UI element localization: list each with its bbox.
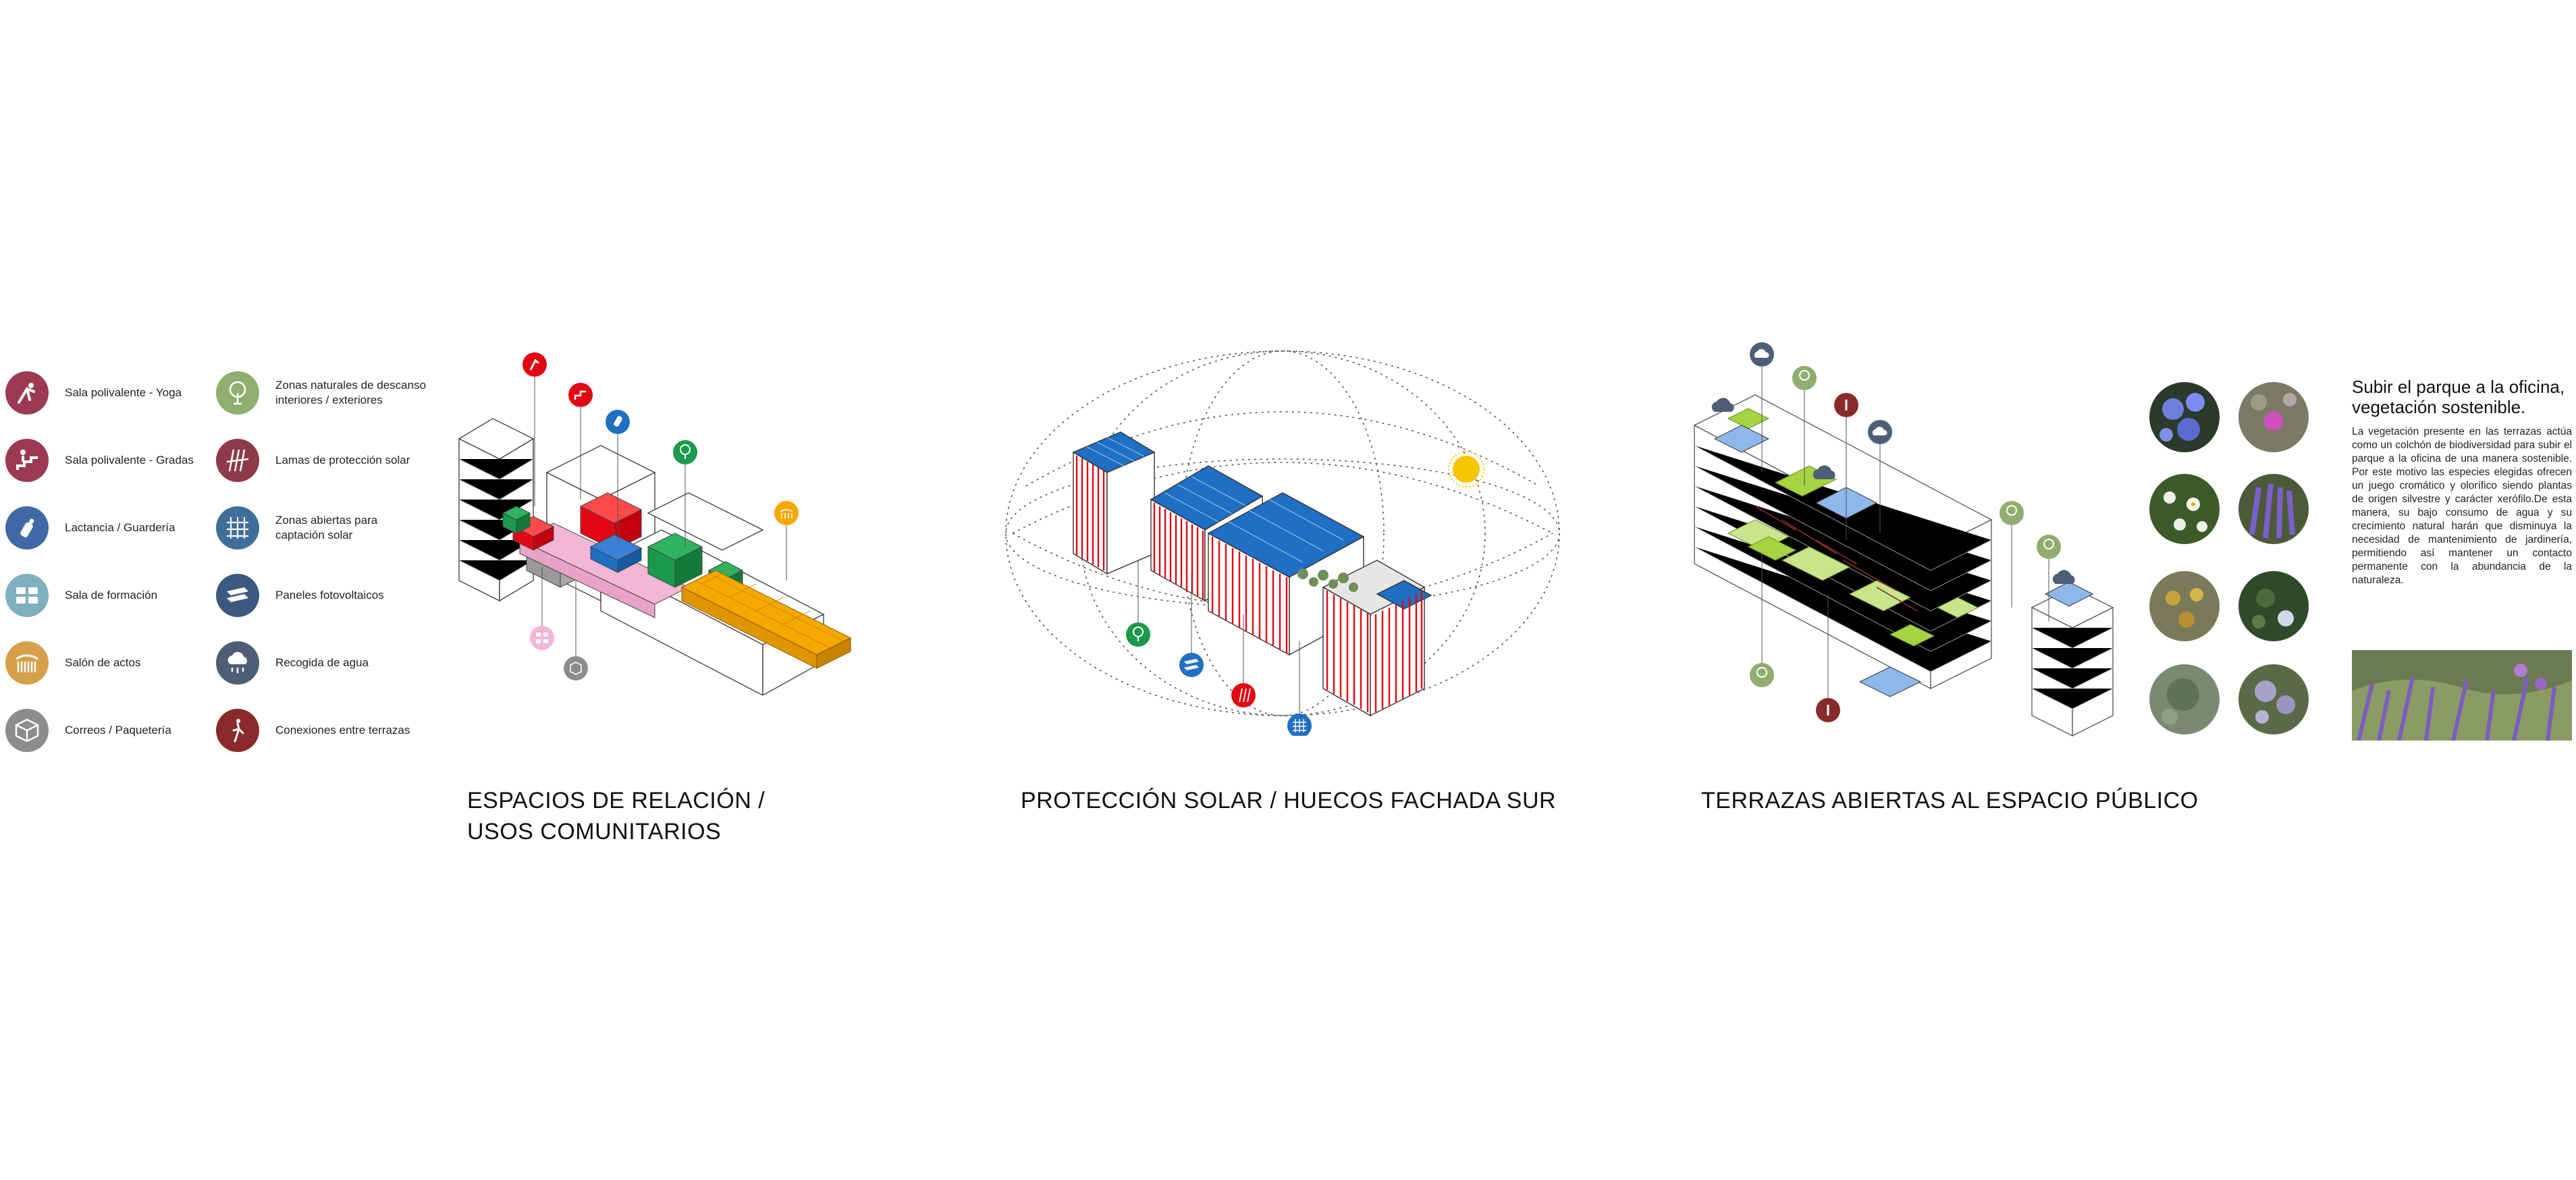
plant-photo-pink-flower	[2238, 382, 2309, 452]
stairs-icon	[5, 439, 49, 482]
tree-icon	[216, 371, 259, 414]
plant-photo-lilac-spikes	[2238, 664, 2309, 734]
legend-label: Recogida de agua	[275, 656, 369, 669]
plant-photo-silver-shrub	[2149, 664, 2220, 734]
legend-label: Lactancia / Guardería	[65, 521, 176, 534]
diagram-open-terraces	[1693, 342, 2114, 737]
section-title-community: ESPACIOS DE RELACIÓN / USOS COMUNITARIOS	[467, 788, 766, 844]
plant-photo-yellow-clusters	[2149, 571, 2220, 641]
plant-photo-lavender	[2238, 474, 2309, 544]
legend-item-conexiones: Conexiones entre terrazas	[216, 709, 410, 752]
package-icon	[5, 709, 49, 752]
legend-item-salon: Salón de actos	[5, 641, 140, 685]
diagram-community-spaces	[458, 352, 852, 695]
legend-item-formacion: Sala de formación	[5, 574, 157, 617]
sun-icon	[1453, 456, 1480, 483]
legend-label: Zonas naturales de descanso interiores /…	[275, 379, 427, 406]
legend-label: Lamas de protección solar	[275, 454, 410, 466]
classroom-icon	[5, 574, 49, 617]
bottle-icon	[5, 506, 49, 549]
legend-item-lactancia: Lactancia / Guardería	[5, 506, 175, 549]
legend-label: Paneles fotovoltaicos	[275, 589, 384, 601]
legend-label: Correos / Paquetería	[65, 724, 171, 736]
panel-title: Subir el parque a la oficina, vegetación…	[2352, 377, 2565, 417]
legend-item-gradas: Sala polivalente - Gradas	[5, 439, 194, 482]
panel-body: La vegetación presente en las terrazas a…	[2352, 426, 2572, 586]
connection-icon	[216, 709, 259, 752]
plant-photo-blue-flowers	[2149, 382, 2220, 452]
legend-item-zonas-abiertas: Zonas abiertas para captación solar	[216, 506, 377, 549]
yoga-icon	[5, 371, 49, 414]
auditorium-icon	[5, 641, 49, 685]
legend-item-yoga: Sala polivalente - Yoga	[5, 371, 182, 414]
rain-cloud-icon	[216, 641, 259, 685]
solar-panel-icon	[216, 574, 259, 617]
legend-item-zonas-naturales: Zonas naturales de descanso interiores /…	[216, 371, 426, 414]
legend-label: Salón de actos	[65, 656, 141, 669]
legend-item-lamas: Lamas de protección solar	[216, 439, 410, 482]
legend-label: Sala polivalente - Yoga	[65, 386, 182, 399]
legend-label: Sala de formación	[65, 589, 158, 601]
section-title-solar: PROTECCIÓN SOLAR / HUECOS FACHADA SUR	[1021, 788, 1557, 813]
legend-label: Zonas abiertas para captación solar	[275, 514, 378, 541]
plant-photo-white-daisies	[2149, 474, 2220, 544]
louvers-icon	[216, 439, 259, 482]
legend-item-paneles: Paneles fotovoltaicos	[216, 574, 384, 617]
garden-photo	[2352, 650, 2572, 741]
plant-photo-dark-shrub	[2238, 571, 2309, 641]
legend-label: Conexiones entre terrazas	[275, 724, 410, 736]
section-title-terraces: TERRAZAS ABIERTAS AL ESPACIO PÚBLICO	[1701, 788, 2199, 813]
legend-label: Sala polivalente - Gradas	[65, 454, 194, 466]
diagram-solar-protection	[1005, 350, 1560, 736]
solar-grid-icon	[216, 506, 259, 549]
legend-item-correos: Correos / Paquetería	[5, 709, 171, 752]
legend-item-agua: Recogida de agua	[216, 641, 369, 685]
